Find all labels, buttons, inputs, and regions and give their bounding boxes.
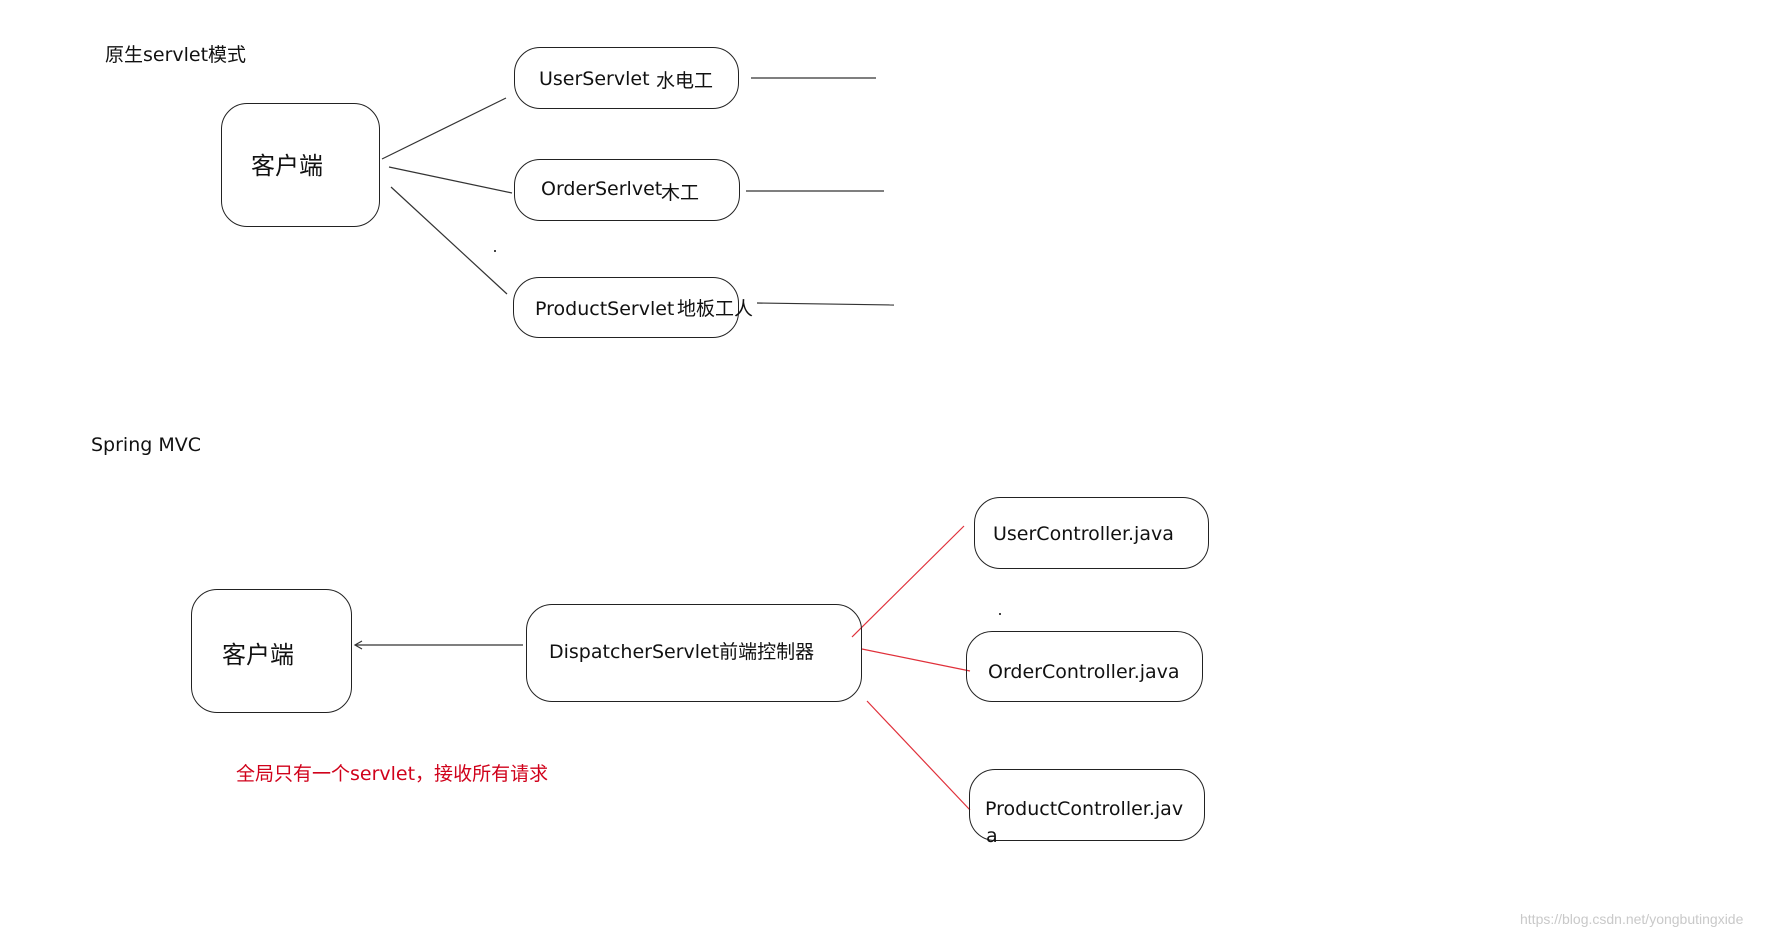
native-servlet-product-role: 地板工人 bbox=[677, 298, 754, 320]
stray-dot-2 bbox=[999, 613, 1001, 615]
native-servlet-user-role: 水电工 bbox=[656, 70, 714, 92]
native-servlet-user: UserServlet 水电工 bbox=[514, 47, 739, 109]
native-servlet-order-role: 木工 bbox=[661, 182, 700, 204]
mvc-controller-user-label: UserController.java bbox=[993, 523, 1174, 545]
mvc-note: 全局只有一个servlet，接收所有请求 bbox=[236, 763, 549, 785]
mvc-controller-order-label: OrderController.java bbox=[988, 661, 1180, 683]
native-link-user bbox=[381, 97, 507, 160]
mvc-section-title: Spring MVC bbox=[91, 434, 202, 456]
mvc-dispatcher-box: DispatcherServlet前端控制器 bbox=[526, 604, 862, 702]
watermark: https://blog.csdn.net/yongbutingxide bbox=[1520, 911, 1744, 927]
native-servlet-product-name: ProductServlet bbox=[535, 298, 675, 320]
native-client-box: 客户端 bbox=[221, 103, 380, 227]
native-link-order bbox=[388, 166, 513, 194]
mvc-controller-product: ProductController.jav a bbox=[969, 769, 1205, 846]
mvc-controller-product-label-wrap: a bbox=[986, 825, 998, 847]
mvc-controller-product-label: ProductController.jav bbox=[985, 798, 1184, 820]
mvc-client-box: 客户端 bbox=[191, 589, 352, 713]
native-tail-product bbox=[756, 302, 895, 306]
mvc-link-product bbox=[866, 700, 971, 811]
native-client-label: 客户端 bbox=[251, 152, 323, 180]
mvc-client-label: 客户端 bbox=[222, 641, 294, 669]
native-servlet-product: ProductServlet 地板工人 bbox=[513, 277, 753, 338]
native-servlet-order-name: OrderSerlvet bbox=[541, 178, 663, 200]
stray-dot bbox=[494, 250, 496, 252]
native-servlet-user-name: UserServlet bbox=[539, 68, 650, 90]
native-servlet-order: OrderSerlvet 木工 bbox=[514, 159, 740, 221]
mvc-controller-user: UserController.java bbox=[974, 497, 1209, 569]
mvc-link-user bbox=[851, 525, 965, 638]
native-link-product bbox=[390, 186, 508, 295]
mvc-controller-order: OrderController.java bbox=[966, 631, 1203, 702]
mvc-link-order bbox=[861, 648, 971, 672]
mvc-arrowhead bbox=[353, 640, 363, 650]
mvc-dispatcher-label: DispatcherServlet前端控制器 bbox=[549, 641, 815, 663]
native-section-title: 原生servlet模式 bbox=[105, 44, 247, 66]
